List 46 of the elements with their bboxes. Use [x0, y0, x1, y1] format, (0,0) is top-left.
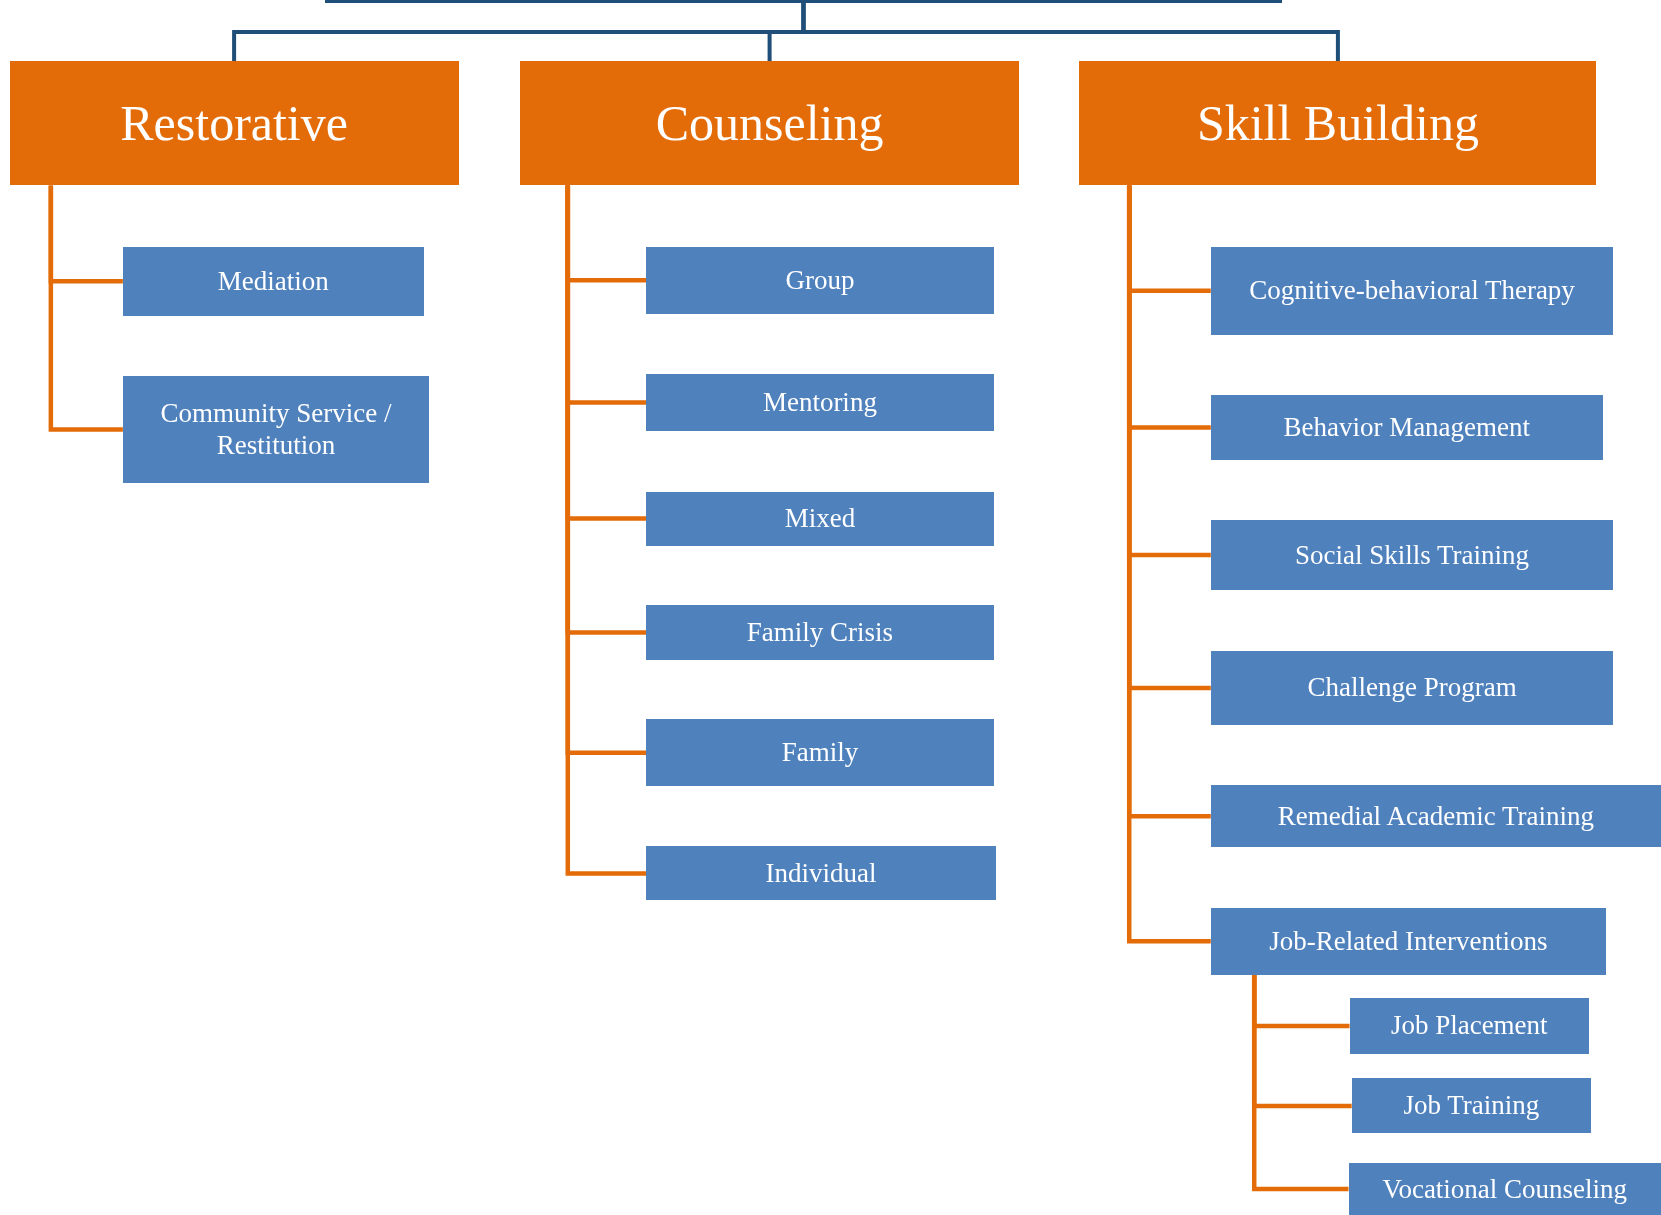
item-box — [646, 604, 994, 660]
item-box — [1349, 997, 1589, 1054]
item-box — [122, 376, 429, 484]
node-label: Challenge Program — [1307, 672, 1517, 704]
node-label: Family — [781, 737, 859, 769]
node-label: Behavior Management — [1283, 411, 1531, 443]
root-box — [325, 0, 1282, 3]
item-box — [1210, 246, 1614, 335]
connector-line — [801, 2, 1340, 62]
node-label: Restorative — [120, 94, 348, 153]
node-label: Family Crisis — [746, 616, 894, 648]
node-label: Remedial Academic Training — [1277, 800, 1595, 832]
item-box — [646, 246, 994, 314]
node-label: Social Skills Training — [1295, 539, 1530, 571]
node-label: Mixed — [784, 503, 856, 535]
item-box — [1210, 907, 1606, 975]
node-label: Skill Building — [1196, 94, 1479, 153]
node-label: Vocational Counseling — [1382, 1173, 1628, 1205]
item-box — [646, 846, 996, 901]
connector-line — [48, 185, 123, 432]
node-label: Mentoring — [762, 387, 877, 419]
item-box — [646, 373, 994, 432]
item-box — [1210, 784, 1661, 848]
item-box — [646, 719, 994, 786]
connector-line — [565, 185, 647, 876]
node-label: Community Service / Restitution — [159, 398, 393, 461]
node-label: Individual — [765, 857, 877, 889]
category-box — [9, 61, 459, 186]
category-box — [1079, 61, 1597, 186]
item-box — [1210, 395, 1603, 460]
connector-line — [1251, 974, 1349, 1192]
node-label: Mediation — [217, 265, 329, 297]
item-box — [1210, 520, 1614, 590]
item-box — [646, 491, 994, 546]
item-box — [1210, 651, 1614, 725]
node-label: Job-Related Interventions — [1269, 925, 1548, 957]
node-label: Job Placement — [1390, 1010, 1548, 1042]
connector-line — [1127, 185, 1211, 944]
node-label: Counseling — [655, 94, 884, 153]
item-box — [122, 246, 424, 316]
node-label: Cognitive-behavioral Therapy — [1249, 275, 1575, 307]
item-box — [1351, 1078, 1592, 1134]
item-box — [1348, 1163, 1661, 1215]
node-label: Job Training — [1403, 1090, 1540, 1122]
category-box — [520, 61, 1020, 186]
node-label: Group — [785, 264, 855, 296]
